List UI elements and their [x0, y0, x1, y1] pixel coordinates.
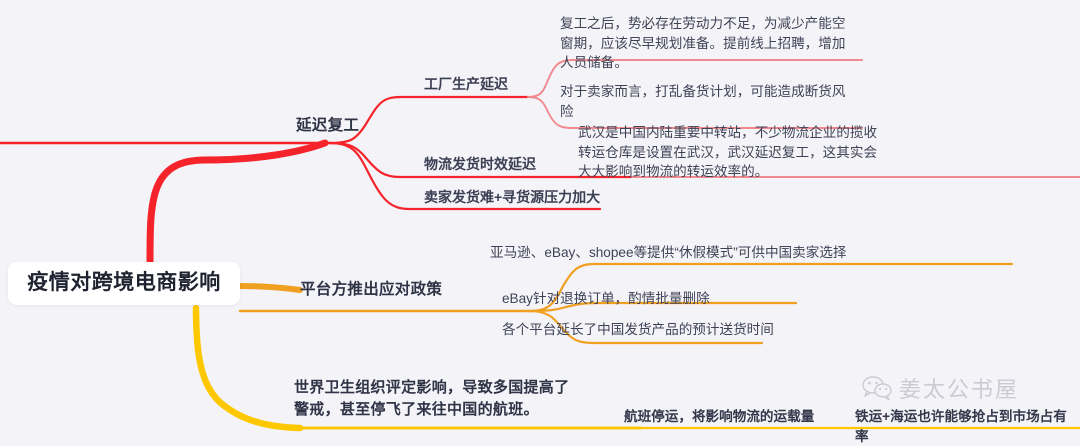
leaf-flight-suspension[interactable]: 航班停运，将影响物流的运载量 [624, 409, 815, 424]
watermark: 姜太公书屋 [862, 372, 1019, 404]
leaf-vacation-mode[interactable]: 亚马逊、eBay、shopee等提供“休假模式”可供中国卖家选择 [490, 245, 847, 260]
node-label-factory-production-delay[interactable]: 工厂生产延迟 [424, 76, 508, 92]
node-label-shipping-sourcing-pressure[interactable]: 卖家发货难+寻货源压力加大 [424, 189, 601, 205]
leaf-rail-sea-share[interactable]: 铁运+海运也许能够抢占到市场占有率 [855, 409, 1067, 444]
leaf-stock-plan-disruption[interactable]: 对于卖家而言，打乱备货计划，可能造成断货风险 [560, 84, 846, 119]
leaf-labor-shortage[interactable]: 复工之后，势必存在劳动力不足，为减少产能空窗期，应该尽早规划准备。提前线上招聘，… [560, 16, 846, 71]
root-node[interactable]: 疫情对跨境电商影响 [8, 262, 240, 305]
node-label-logistics-delay[interactable]: 物流发货时效延迟 [424, 156, 536, 172]
wechat-icon [862, 376, 892, 400]
branch-label-delayed-resumption[interactable]: 延迟复工 [296, 117, 360, 134]
branch-label-platform-policies[interactable]: 平台方推出应对政策 [300, 281, 443, 298]
branch-label-global-response[interactable]: 世界卫生组织评定影响，导致多国提高了 警戒，甚至停飞了来往中国的航班。 [294, 379, 570, 418]
root-node-label: 疫情对跨境电商影响 [27, 271, 221, 295]
leaf-wuhan-hub[interactable]: 武汉是中国内陆重要中转站，不少物流企业的揽收转运仓库是设置在武汉，武汉延迟复工，… [578, 125, 878, 180]
watermark-text: 姜太公书屋 [899, 377, 1020, 402]
leaf-extended-delivery[interactable]: 各个平台延长了中国发货产品的预计送货时间 [502, 322, 774, 337]
leaf-ebay-returns[interactable]: eBay针对退换订单，酌情批量删除 [502, 291, 710, 306]
